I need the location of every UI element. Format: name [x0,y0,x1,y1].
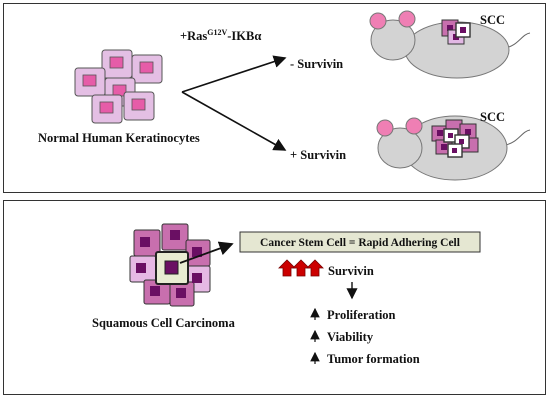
treatment-label: +RasG12V-IKBα [180,28,261,43]
stem-cell-nucleus [460,27,466,33]
up-arrows [278,259,324,277]
tumor-nucleus [170,230,180,240]
scc-label-1: SCC [480,13,505,27]
survivin-label: Survivin [328,264,374,278]
mouse-ear [398,10,416,28]
scc-bottom-label: Squamous Cell Carcinoma [92,316,236,330]
tumor-nucleus [140,237,150,247]
mouse-plus-survivin [376,115,531,181]
scc-cluster [129,223,211,307]
treatment-superscript: G12V [207,28,227,37]
tumor-nucleus [465,129,471,135]
tumor-nucleus [150,286,160,296]
treatment-tail: -IKBα [227,29,261,43]
treatment-main: +Ras [180,29,207,43]
stem-cell-nucleus [448,133,453,138]
normal-cell-nucleus [99,101,114,114]
normal-cell-nucleus [82,74,97,87]
effect-item: Tumor formation [327,352,420,366]
tumor-nucleus [441,144,447,150]
normal-cell-nucleus [109,56,124,69]
effect-item: Viability [327,330,374,344]
normal-keratinocyte-cluster [74,49,163,124]
mouse-head [370,19,416,61]
tumor-nucleus [447,25,453,31]
minus-survivin-label: - Survivin [290,57,343,71]
mouse-tail [504,129,531,146]
csc-box-label: Cancer Stem Cell = Rapid Adhering Cell [260,237,460,249]
stem-cell-nucleus [452,148,457,153]
arrow-to-minus-survivin [181,55,287,93]
mouse-ear [405,117,423,135]
effects-list: Proliferation Viability Tumor formation [310,307,420,366]
tumor-nucleus [192,247,202,257]
mouse-ear [376,119,394,137]
stem-cell-nucleus [459,139,464,144]
mouse-ear [369,12,387,30]
tumor-nucleus [136,263,146,273]
normal-cell-nucleus [131,98,146,111]
tumor-nucleus [192,273,202,283]
arrow-to-plus-survivin [181,91,287,151]
mouse-minus-survivin [369,10,531,79]
normal-keratinocytes-label: Normal Human Keratinocytes [38,131,200,145]
arrow-to-csc-box [179,241,234,264]
cancer-stem-cell-nucleus [164,260,179,275]
red-up-arrow [306,259,324,277]
plus-survivin-label: + Survivin [290,148,346,162]
red-up-arrow [292,259,310,277]
csc-box [239,231,481,253]
normal-cell-nucleus [139,61,154,74]
effect-item: Proliferation [327,308,396,322]
tumor-nucleus [437,130,443,136]
red-up-arrow [278,259,296,277]
tumor-nucleus [176,288,186,298]
scc-label-2: SCC [480,110,505,124]
mouse-head [377,127,423,169]
